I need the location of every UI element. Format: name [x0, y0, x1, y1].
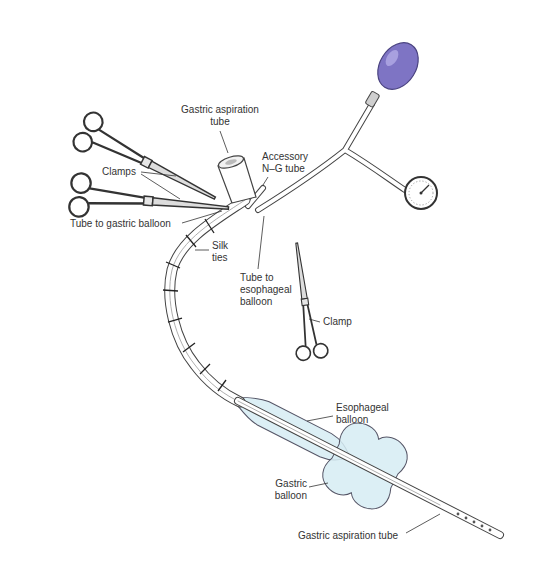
part-label: Accessory N–G tube: [262, 151, 320, 175]
pressure-gauge: [405, 177, 437, 209]
part-label: Tube to gastric balloon: [70, 218, 182, 230]
main-tube: [170, 200, 500, 535]
part-label: Esophageal balloon: [336, 402, 398, 426]
clamp: [281, 241, 329, 361]
part-label: Gastric balloon: [262, 478, 307, 502]
part-label: Tube to esophageal balloon: [240, 272, 298, 308]
part-label: Gastric aspiration tube: [298, 530, 408, 542]
clamp: [68, 173, 230, 230]
inflation-tubing: [258, 104, 405, 210]
y-connector: [217, 153, 256, 203]
part-label: Clamps: [102, 166, 142, 178]
leader-lines: [141, 131, 440, 533]
part-label: Gastric aspiration tube: [175, 104, 265, 128]
inflation-bulb: [365, 35, 426, 107]
part-label: Clamp: [323, 316, 363, 328]
aspiration-holes: [457, 513, 492, 532]
part-label: Silk ties: [212, 240, 238, 264]
